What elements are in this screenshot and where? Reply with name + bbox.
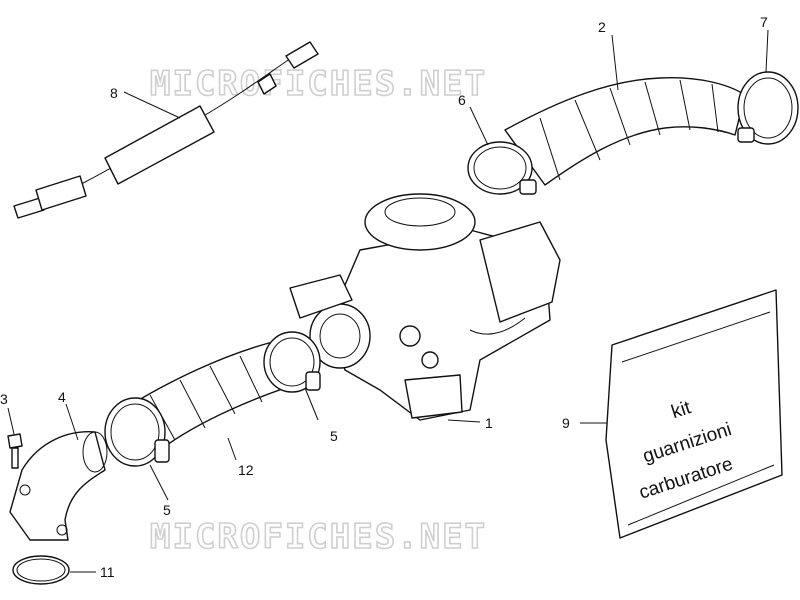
- callout-4: 4: [58, 389, 66, 405]
- part-4-elbow: [9, 431, 108, 541]
- callout-7: 7: [760, 14, 768, 30]
- part-5-clamp-left: [104, 397, 170, 467]
- callout-8: 8: [110, 85, 118, 101]
- part-9-kit-bag: kit guarnizioni carburatore: [605, 289, 783, 539]
- part-5-clamp-right: [263, 331, 321, 393]
- callout-3-label: 3: [0, 391, 8, 407]
- callout-2: 2: [598, 19, 606, 35]
- callout-9: 9: [562, 415, 570, 431]
- part-6-clamp: [467, 141, 537, 195]
- callout-11: 11: [100, 564, 115, 580]
- callout-5-left: 5: [163, 502, 171, 518]
- part-7-clamp: [737, 71, 799, 145]
- part-11-o-ring: [12, 555, 70, 585]
- callout-6: 6: [458, 92, 466, 108]
- watermark-bottom: MICROFICHES.NET: [150, 517, 487, 557]
- callout-5-right: 5: [330, 428, 338, 444]
- watermark-top: MICROFICHES.NET: [150, 64, 487, 104]
- callout-12: 12: [238, 462, 254, 478]
- leader-lines: [7, 29, 769, 573]
- part-2-intake-duct: [504, 77, 746, 186]
- part-3-screw: [7, 433, 23, 469]
- part-8-cable: [13, 41, 319, 219]
- part-1-carburettor: [289, 193, 561, 421]
- part-11-o-ring-inner: [16, 558, 66, 582]
- callout-1: 1: [485, 415, 493, 431]
